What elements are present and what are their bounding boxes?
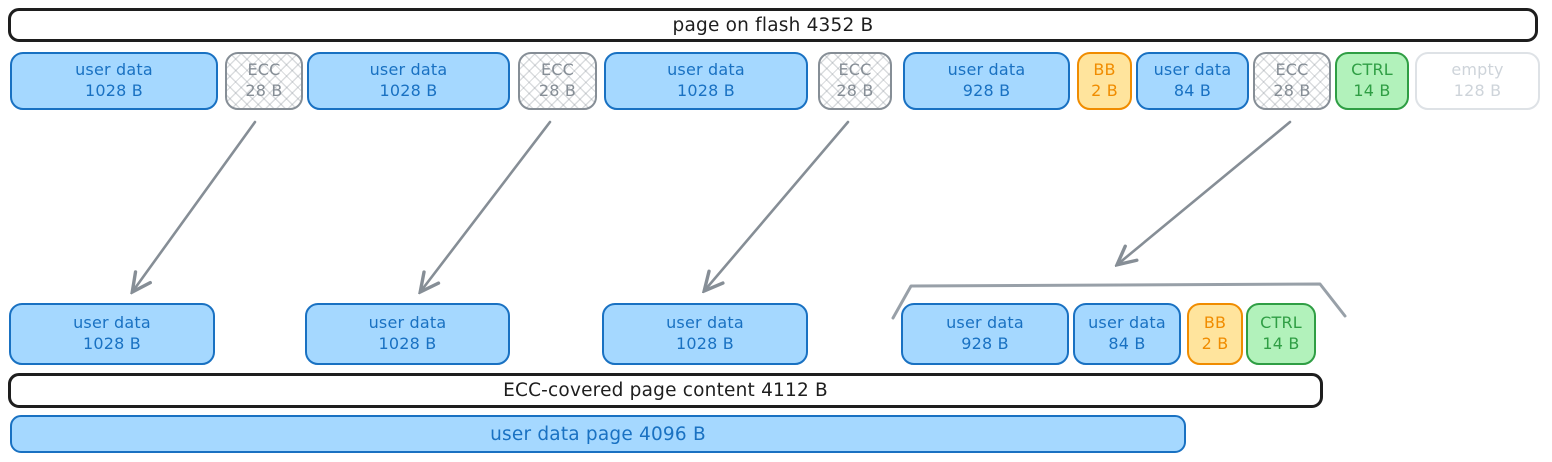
block-size: 1028 B: [83, 334, 141, 353]
user-data-page-label: user data page 4096 B: [490, 423, 706, 445]
ecc-arrow-1: [133, 120, 257, 291]
block-label: user data: [947, 60, 1026, 80]
block-label: ECC: [1275, 60, 1309, 80]
block-size: 28 B: [1273, 81, 1311, 100]
block-size: 28 B: [836, 81, 874, 100]
block-size: 14 B: [1262, 334, 1300, 353]
page-on-flash-bar: page on flash 4352 B: [8, 8, 1538, 42]
block-label: BB: [1203, 313, 1227, 333]
decoded-block-user-data-2: user data 1028 B: [305, 303, 510, 365]
block-label: ECC: [247, 60, 281, 80]
block-size: 1028 B: [378, 334, 437, 353]
flash-block-empty: empty 128 B: [1415, 52, 1540, 110]
block-label: user data: [369, 60, 448, 80]
flash-block-ecc-4: ECC 28 B: [1253, 52, 1331, 110]
block-label: empty: [1451, 60, 1504, 80]
page-on-flash-label: page on flash 4352 B: [672, 14, 874, 36]
ecc-covered-bar: ECC-covered page content 4112 B: [8, 373, 1323, 408]
block-size: 2 B: [1201, 334, 1229, 353]
block-label: user data: [73, 313, 151, 333]
block-size: 128 B: [1453, 81, 1502, 100]
decoded-block-ctrl: CTRL 14 B: [1246, 303, 1316, 365]
flash-block-user-data-2: user data 1028 B: [307, 52, 510, 110]
block-size: 14 B: [1353, 81, 1391, 100]
block-size: 1028 B: [677, 81, 735, 100]
block-label: ECC: [838, 60, 872, 80]
flash-block-bb: BB 2 B: [1077, 52, 1132, 110]
block-label: user data: [368, 313, 447, 333]
block-size: 1028 B: [676, 334, 734, 353]
block-size: 928 B: [962, 81, 1011, 100]
block-size: 2 B: [1091, 81, 1118, 100]
flash-block-user-data-3: user data 1028 B: [604, 52, 808, 110]
block-label: CTRL: [1351, 60, 1393, 80]
block-label: user data: [946, 313, 1024, 333]
block-label: CTRL: [1260, 313, 1302, 333]
flash-block-ctrl: CTRL 14 B: [1335, 52, 1409, 110]
flash-block-user-data-4: user data 928 B: [903, 52, 1070, 110]
block-size: 28 B: [245, 81, 283, 100]
block-label: user data: [666, 313, 744, 333]
block-size: 84 B: [1173, 81, 1212, 100]
flash-block-ecc-1: ECC 28 B: [225, 52, 303, 110]
ecc-arrow-3: [705, 120, 850, 290]
block-size: 1028 B: [379, 81, 438, 100]
block-label: ECC: [540, 60, 575, 80]
ecc-arrow-2: [421, 120, 552, 291]
flash-block-user-data-5: user data 84 B: [1136, 52, 1249, 110]
block-size: 928 B: [961, 334, 1009, 353]
block-label: user data: [1153, 60, 1232, 80]
decoded-block-user-data-3: user data 1028 B: [602, 303, 808, 365]
ecc-arrow-4: [1118, 120, 1292, 264]
block-label: BB: [1093, 60, 1116, 80]
ecc-covered-label: ECC-covered page content 4112 B: [503, 380, 828, 401]
block-size: 84 B: [1108, 334, 1146, 353]
user-data-page-bar: user data page 4096 B: [10, 415, 1186, 453]
decoded-block-bb: BB 2 B: [1187, 303, 1243, 365]
flash-block-user-data-1: user data 1028 B: [10, 52, 218, 110]
decoded-block-user-data-1: user data 1028 B: [9, 303, 215, 365]
block-size: 1028 B: [85, 81, 143, 100]
decoded-block-user-data-5: user data 84 B: [1073, 303, 1181, 365]
block-label: user data: [667, 60, 745, 80]
flash-block-ecc-3: ECC 28 B: [818, 52, 892, 110]
decoded-block-user-data-4: user data 928 B: [901, 303, 1069, 365]
block-size: 28 B: [538, 81, 577, 100]
block-label: user data: [75, 60, 153, 80]
block-label: user data: [1088, 313, 1166, 333]
flash-block-ecc-2: ECC 28 B: [518, 52, 597, 110]
